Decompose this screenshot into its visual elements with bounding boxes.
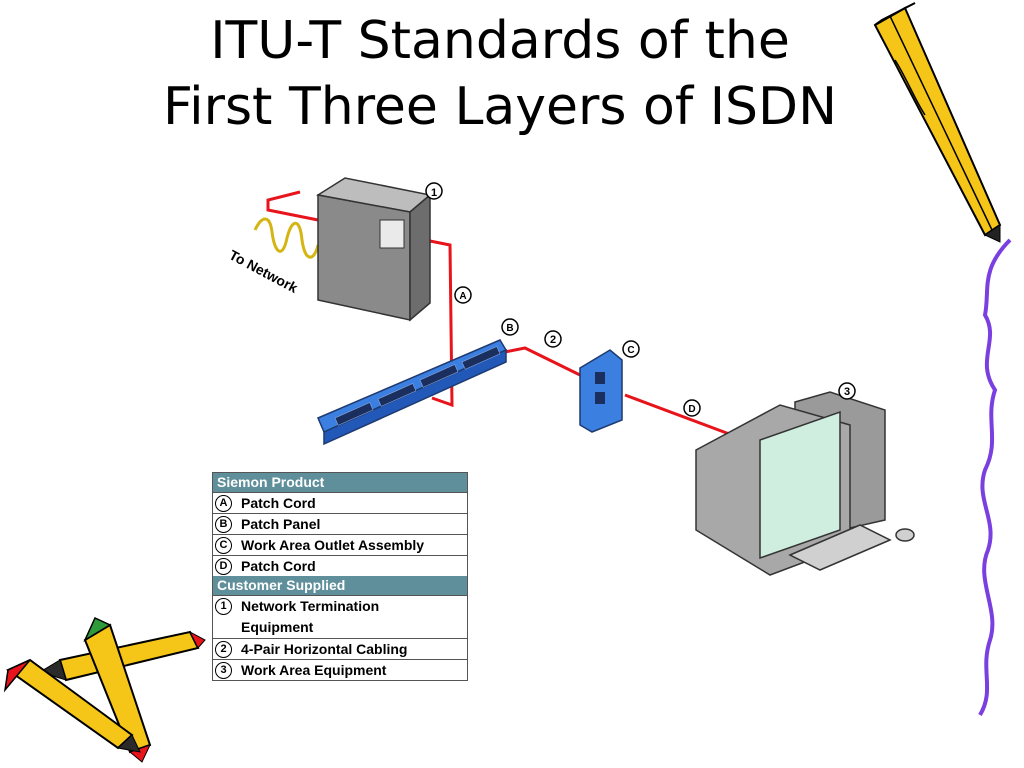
marker-b: B xyxy=(501,318,519,336)
legend-marker: C xyxy=(215,536,232,554)
legend-header-customer: Customer Supplied xyxy=(213,576,467,595)
pencil-icon-bottom-2 xyxy=(83,617,152,763)
legend-marker: A xyxy=(215,494,232,512)
pencil-icon-top xyxy=(873,2,1002,243)
legend-header-siemon: Siemon Product xyxy=(213,473,467,492)
marker-1: 1 xyxy=(425,182,443,200)
svg-text:1: 1 xyxy=(431,187,437,199)
svg-text:D: D xyxy=(688,404,695,415)
marker-d: D xyxy=(683,399,701,417)
legend-marker: 3 xyxy=(215,661,232,679)
legend-row: 2 4-Pair Horizontal Cabling xyxy=(213,638,467,659)
svg-text:C: C xyxy=(627,345,634,356)
slide-title: ITU-T Standards of the First Three Layer… xyxy=(60,8,940,140)
legend-marker: 2 xyxy=(215,640,232,658)
network-signal-wave xyxy=(253,217,320,259)
title-line-1: ITU-T Standards of the xyxy=(210,11,790,71)
legend-label: Patch Cord xyxy=(241,558,316,574)
marker-3: 3 xyxy=(838,382,856,400)
legend-marker: B xyxy=(215,515,232,533)
legend-table: Siemon Product A Patch Cord B Patch Pane… xyxy=(212,472,468,681)
marker-a: A xyxy=(454,286,472,304)
legend-row: B Patch Panel xyxy=(213,513,467,534)
svg-text:3: 3 xyxy=(844,386,850,398)
legend-row: D Patch Cord xyxy=(213,555,467,576)
legend-row: C Work Area Outlet Assembly xyxy=(213,534,467,555)
legend-row: 3 Work Area Equipment xyxy=(213,659,467,680)
work-area-computer xyxy=(695,391,915,576)
network-termination-tower xyxy=(315,177,432,322)
marker-2: 2 xyxy=(544,330,562,348)
to-network-label: To Network xyxy=(227,247,301,297)
legend-label: Work Area Equipment xyxy=(241,662,387,678)
marker-c: C xyxy=(622,340,640,358)
legend-label: Work Area Outlet Assembly xyxy=(241,537,425,553)
legend-row: 1 Network Termination Equipment xyxy=(213,595,467,638)
decorative-border-line xyxy=(978,238,1012,717)
cables xyxy=(266,190,741,440)
patch-panel xyxy=(317,339,508,446)
wall-outlet xyxy=(579,349,623,433)
legend-label: Patch Panel xyxy=(241,516,321,532)
svg-text:A: A xyxy=(459,291,466,302)
pencil-icon-bottom-3 xyxy=(3,658,141,753)
legend-label: Network Termination Equipment xyxy=(241,598,380,635)
legend-marker: D xyxy=(215,557,232,575)
legend-label: Patch Cord xyxy=(241,495,316,511)
legend-marker: 1 xyxy=(215,598,232,615)
title-line-2: First Three Layers of ISDN xyxy=(163,77,837,137)
legend-label: 4-Pair Horizontal Cabling xyxy=(241,641,408,657)
svg-text:B: B xyxy=(506,323,513,334)
svg-text:2: 2 xyxy=(550,334,556,346)
legend-row: A Patch Cord xyxy=(213,492,467,513)
